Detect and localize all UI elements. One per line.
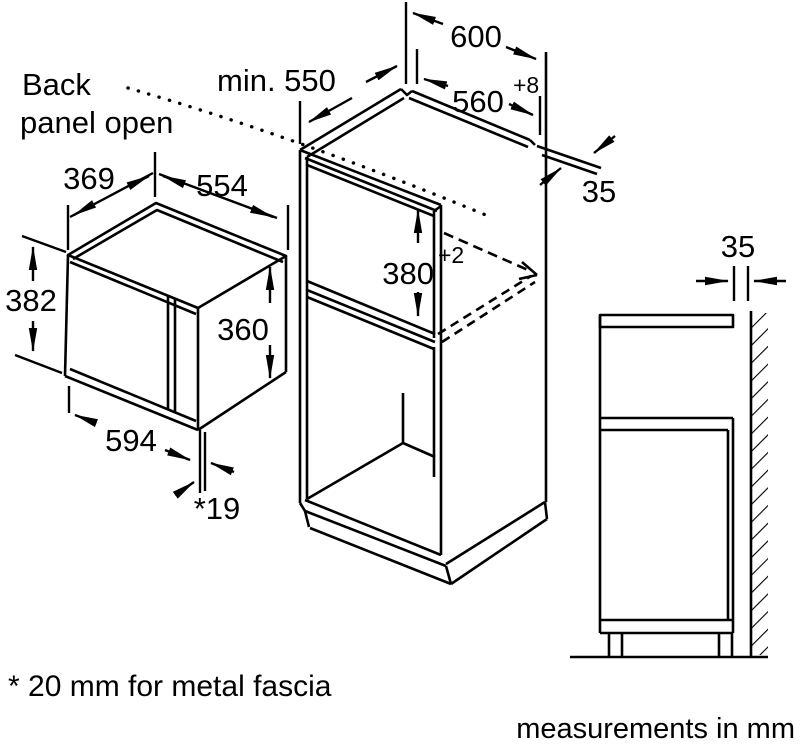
dim-oven-depth [66, 152, 157, 250]
oven-drawing [63, 201, 288, 432]
dim-oven-height-right-label: 360 [217, 312, 269, 347]
dim-oven-height-left [14, 234, 67, 375]
back-panel-leader-dotted-line [126, 86, 495, 220]
dim-oven-height-left-label: 382 [5, 283, 57, 318]
dim-wall-gap-label: 35 [721, 229, 755, 264]
dim-wall-gap [696, 266, 786, 301]
dim-niche-width-label: 560 [452, 84, 504, 119]
cabinet-drawing [298, 52, 602, 586]
dim-cabinet-width [412, 11, 537, 61]
dim-cabinet-width-label: 600 [450, 19, 502, 54]
dim-oven-depth-label: 369 [63, 161, 115, 196]
dim-oven-width-front [67, 386, 191, 462]
cabinet-hidden-edges [437, 231, 538, 344]
dim-fascia-offset-label: *19 [194, 491, 241, 526]
dim-niche-width-tolerance: +8 [513, 72, 539, 98]
units-note: measurements in mm [516, 713, 795, 744]
dim-oven-width-top-label: 554 [196, 168, 248, 203]
dim-side-panel-thickness [539, 135, 616, 186]
back-panel-open-label-line1: Back [22, 67, 91, 102]
dim-cabinet-depth [298, 2, 408, 144]
dim-niche-height-label: 380 [382, 256, 434, 291]
side-view-drawing [570, 311, 768, 659]
wall-hatching [752, 313, 768, 655]
back-panel-open-label-line2: panel open [20, 105, 173, 140]
dim-niche-width [415, 49, 542, 135]
dim-oven-width-front-label: 594 [105, 423, 157, 458]
fascia-footnote: * 20 mm for metal fascia [8, 670, 332, 703]
dim-oven-width-top [158, 172, 290, 250]
dim-niche-height-tolerance: +2 [438, 242, 464, 268]
dim-side-panel-thickness-label: 35 [582, 174, 616, 209]
dim-fascia-offset [172, 430, 235, 499]
dim-cabinet-depth-label: min. 550 [217, 63, 336, 98]
dashed-arrowhead [521, 261, 538, 276]
